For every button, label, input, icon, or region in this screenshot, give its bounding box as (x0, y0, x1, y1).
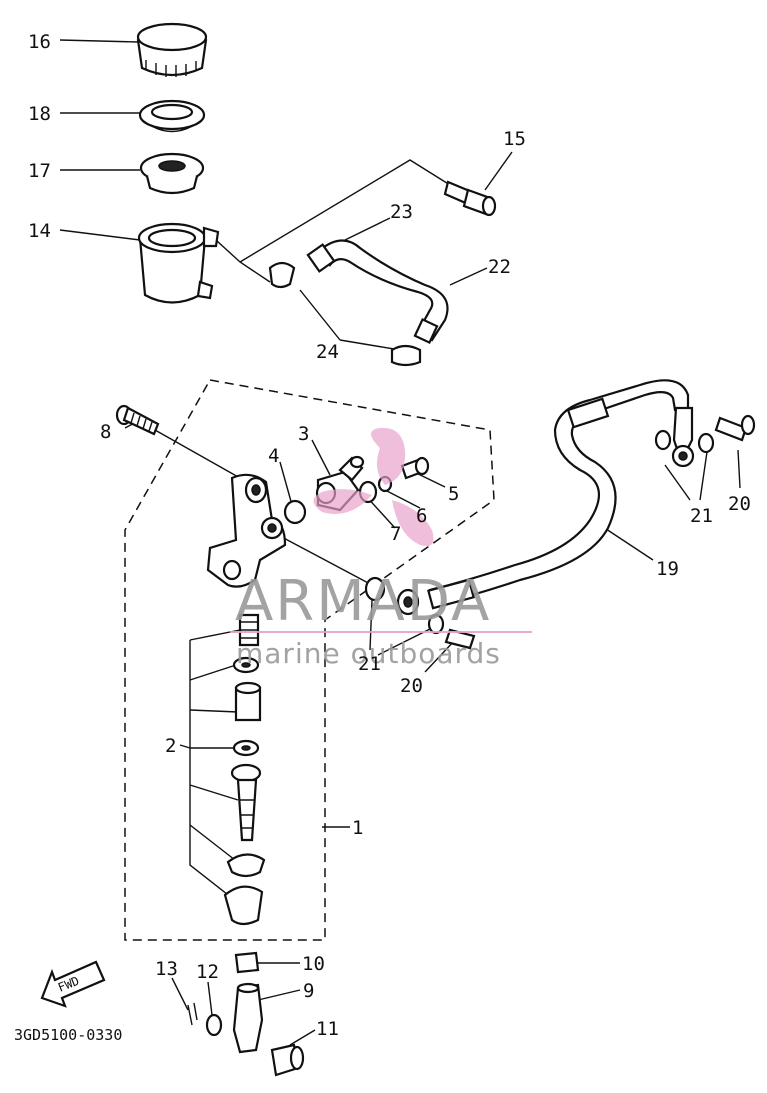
bolt-15 (443, 180, 497, 217)
pin-11 (270, 1043, 305, 1077)
cotter-pin-13 (187, 1002, 198, 1026)
callout-16: 16 (28, 31, 51, 53)
assembly-boundary (124, 379, 495, 941)
part-code: 3GD5100-0330 (14, 1026, 122, 1044)
leader-lines (59, 39, 741, 1046)
watermark-tagline: marine outboards (236, 637, 501, 670)
callout-23: 23 (390, 201, 413, 223)
callout-21-right: 21 (690, 505, 713, 527)
callout-8: 8 (100, 421, 111, 443)
callout-20-right: 20 (728, 493, 751, 515)
callout-24: 24 (316, 341, 339, 363)
callout-labels: 16 18 17 14 15 23 22 24 3 4 8 5 6 7 19 2… (28, 31, 751, 1040)
piston-kit (223, 613, 266, 926)
diaphragm (138, 99, 206, 133)
callout-11: 11 (316, 1018, 339, 1040)
copper-washer-21-left (364, 576, 386, 602)
o-ring-4 (283, 499, 307, 525)
brake-hose (396, 379, 695, 616)
callout-12: 12 (196, 961, 219, 983)
master-cylinder-body (206, 473, 287, 588)
callout-2: 2 (165, 735, 176, 757)
watermark: ARMADA marine outboards (230, 427, 532, 670)
reservoir-tank (137, 222, 220, 304)
callout-15: 15 (503, 128, 526, 150)
callout-6: 6 (416, 505, 427, 527)
reservoir-hose (306, 239, 449, 344)
bolt-8 (115, 404, 160, 436)
callout-1: 1 (352, 817, 363, 839)
logo-petal-right (392, 500, 434, 546)
callout-14: 14 (28, 220, 51, 242)
callout-21-left: 21 (358, 653, 381, 675)
callout-17: 17 (28, 160, 51, 182)
diaphragm-holder (139, 152, 205, 195)
logo-petal-top (371, 427, 406, 485)
callout-4: 4 (268, 445, 279, 467)
watermark-logo (313, 427, 434, 546)
clevis-9 (232, 982, 264, 1054)
screw-5 (400, 456, 430, 480)
callout-7: 7 (390, 523, 401, 545)
logo-petal-left (313, 489, 372, 514)
copper-washers-21-right (654, 429, 715, 454)
callout-9: 9 (303, 980, 314, 1002)
callout-3: 3 (298, 423, 309, 445)
callout-13: 13 (155, 958, 178, 980)
callout-5: 5 (448, 483, 459, 505)
washer-12 (205, 1013, 223, 1037)
hose-clips (268, 261, 422, 367)
reservoir-cap (136, 22, 208, 77)
callout-10: 10 (302, 953, 325, 975)
callout-20-left: 20 (400, 675, 423, 697)
fwd-arrow: FWD (40, 960, 106, 1008)
callout-22: 22 (488, 256, 511, 278)
watermark-brand: ARMADA (235, 569, 491, 634)
callout-19: 19 (656, 558, 679, 580)
callout-18: 18 (28, 103, 51, 125)
nut-10 (234, 951, 260, 974)
union-bolt-20-right (714, 414, 756, 442)
